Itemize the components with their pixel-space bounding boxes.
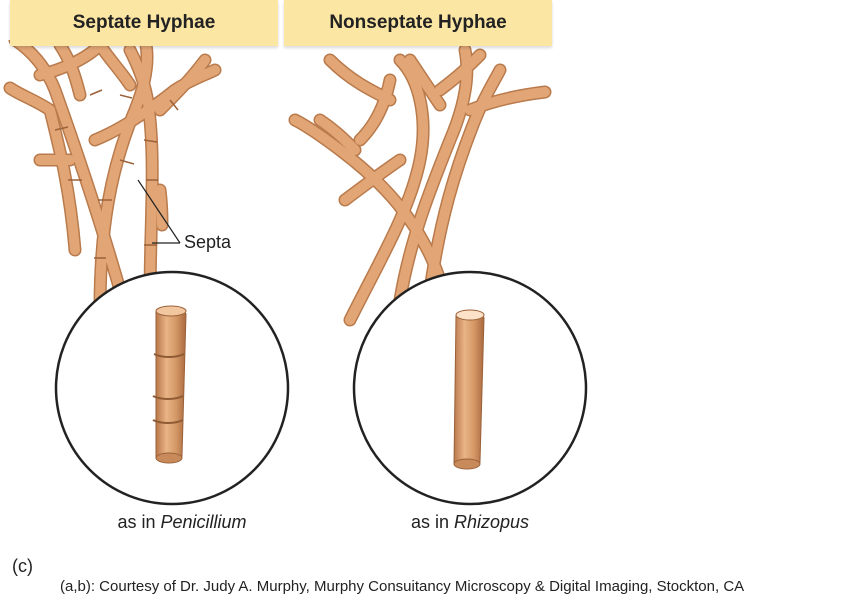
nonseptate-hyphae-network	[288, 43, 552, 327]
septa-label: Septa	[184, 232, 232, 252]
septa-leader-lines	[137, 179, 181, 244]
septate-caption-genus: Penicillium	[160, 512, 247, 532]
septate-caption-prefix: as in	[117, 512, 161, 532]
nonseptate-caption-prefix: as in	[410, 512, 454, 532]
nonseptate-magnified-view	[352, 270, 588, 506]
septate-hyphae-header: Septate Hyphae	[10, 0, 278, 46]
septate-magnified-view	[54, 270, 290, 506]
septate-hyphae-network	[3, 40, 222, 317]
nonseptate-caption: as in Rhizopus	[370, 512, 570, 533]
nonseptate-caption-genus: Rhizopus	[453, 512, 530, 532]
image-credit: (a,b): Courtesy of Dr. Judy A. Murphy, M…	[60, 578, 745, 595]
nonseptate-hyphae-header: Nonseptate Hyphae	[284, 0, 552, 46]
panel-letter: (c)	[12, 556, 33, 576]
septate-caption: as in Penicillium	[82, 512, 282, 533]
